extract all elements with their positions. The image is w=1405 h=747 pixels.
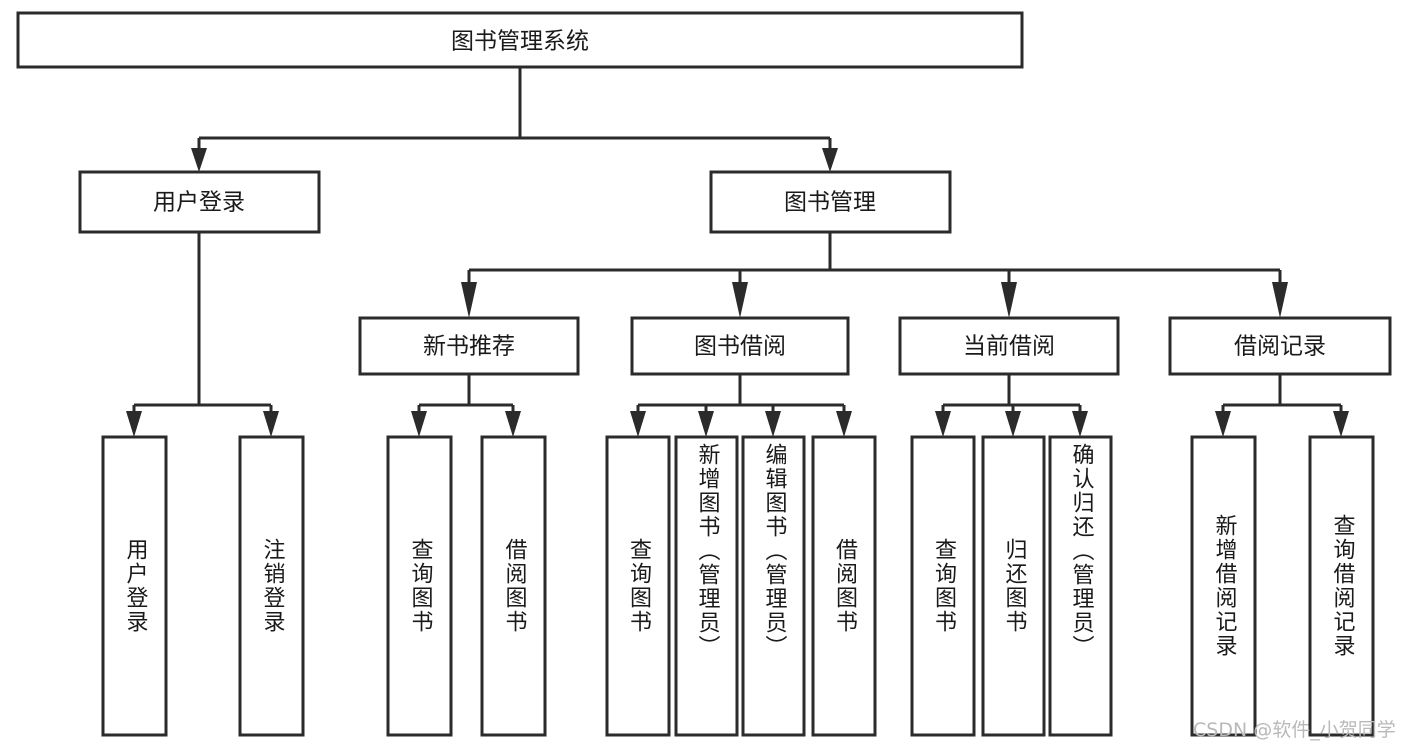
arrow-leaf-9 xyxy=(935,411,951,437)
leaf-box-edit-book[interactable] xyxy=(741,435,806,737)
arrow-leaf-6 xyxy=(698,411,714,437)
node-user-login-label: 用户登录 xyxy=(153,190,245,216)
node-user-login[interactable]: 用户登录 xyxy=(78,170,321,234)
arrow-new-book-rec xyxy=(461,282,477,318)
node-book-borrow-box xyxy=(630,316,850,376)
node-current-borrow-label: 当前借阅 xyxy=(963,334,1055,360)
arrow-book-borrow xyxy=(732,282,748,318)
node-book-borrow-label: 图书借阅 xyxy=(694,334,786,360)
leaf-box-borrow-book-1[interactable] xyxy=(480,435,547,737)
leaf-box-query-book-2[interactable] xyxy=(605,435,671,737)
arrow-leaf-4 xyxy=(505,411,521,437)
node-current-borrow-box xyxy=(898,316,1120,376)
arrow-borrow-record xyxy=(1272,282,1288,318)
node-new-book-rec-box xyxy=(358,316,580,376)
leaf-box-query-book-3[interactable] xyxy=(910,435,976,737)
leaf-box-query-book-1[interactable] xyxy=(386,435,453,737)
connector-layer xyxy=(126,67,1349,437)
node-book-admin[interactable]: 图书管理 xyxy=(709,170,952,234)
node-borrow-record-label: 借阅记录 xyxy=(1234,334,1326,360)
arrow-leaf-12 xyxy=(1215,411,1231,437)
leaf-box-add-record[interactable] xyxy=(1190,435,1257,737)
leaf-box-user-login[interactable] xyxy=(101,435,168,737)
arrow-user-login xyxy=(191,148,207,172)
leaf-box-logout[interactable] xyxy=(238,435,305,737)
node-book-borrow[interactable]: 图书借阅 xyxy=(630,316,850,376)
arrow-book-admin xyxy=(822,148,838,172)
arrow-current-borrow xyxy=(1001,282,1017,318)
leaf-box-borrow-book-2[interactable] xyxy=(811,435,877,737)
node-root-box xyxy=(16,11,1024,69)
arrow-leaf-10 xyxy=(1005,411,1021,437)
arrow-leaf-2 xyxy=(263,411,279,437)
arrow-leaf-1 xyxy=(126,411,142,437)
node-borrow-record[interactable]: 借阅记录 xyxy=(1168,316,1392,376)
node-current-borrow[interactable]: 当前借阅 xyxy=(898,316,1120,376)
node-new-book-rec-label: 新书推荐 xyxy=(423,334,515,360)
leaf-box-layer xyxy=(101,435,1375,737)
node-borrow-record-box xyxy=(1168,316,1392,376)
leaf-box-add-book[interactable] xyxy=(674,435,739,737)
node-root-label: 图书管理系统 xyxy=(451,29,589,55)
arrow-leaf-13 xyxy=(1333,411,1349,437)
arrow-leaf-8 xyxy=(836,411,852,437)
leaf-box-confirm-return[interactable] xyxy=(1048,435,1113,737)
node-book-admin-label: 图书管理 xyxy=(784,190,876,216)
node-new-book-rec[interactable]: 新书推荐 xyxy=(358,316,580,376)
node-user-login-box xyxy=(78,170,321,234)
arrow-leaf-7 xyxy=(765,411,781,437)
arrow-leaf-11 xyxy=(1072,411,1088,437)
arrow-leaf-5 xyxy=(630,411,646,437)
node-book-admin-box xyxy=(709,170,952,234)
leaf-box-return-book[interactable] xyxy=(981,435,1046,737)
node-root[interactable]: 图书管理系统 xyxy=(16,11,1024,69)
arrow-leaf-3 xyxy=(411,411,427,437)
leaf-box-query-record[interactable] xyxy=(1308,435,1375,737)
